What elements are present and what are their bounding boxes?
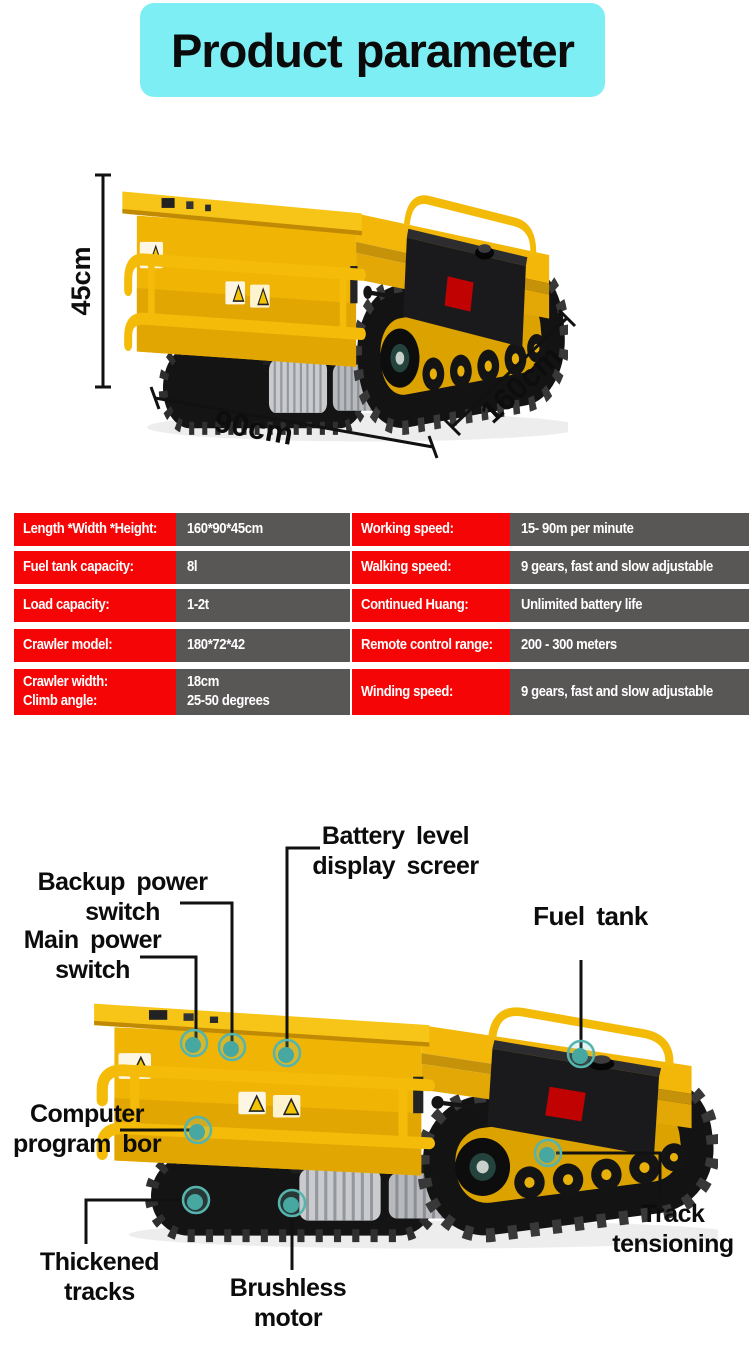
brushless-motor-marker	[277, 1188, 307, 1218]
spec-value: 200 - 300 meters	[510, 629, 749, 662]
width-dimension-line	[149, 386, 439, 459]
callout-leader-lines	[84, 846, 662, 1270]
dimension-figure: 45cm 90cm 160cm	[66, 173, 577, 459]
spec-value: 9 gears, fast and slow adjustable	[510, 551, 749, 584]
spec-value: 15- 90m per minute	[510, 513, 749, 546]
backup-leader	[180, 901, 234, 1045]
thickened-tracks-marker	[181, 1185, 211, 1215]
callout-brushless-motor: Brushless motor	[229, 1274, 347, 1332]
callout-thickened-tracks: Thickened tracks	[39, 1248, 160, 1306]
fuel-tank-marker	[566, 1039, 596, 1069]
spec-label: Remote control range:	[352, 629, 512, 662]
spec-label: Crawler width:Climb angle:	[14, 669, 178, 715]
spec-value: 1-2t	[176, 589, 350, 622]
spec-label: Walking speed:	[352, 551, 512, 584]
battery-leader	[285, 846, 320, 1051]
tension-leader	[556, 1151, 662, 1198]
main-leader	[140, 955, 198, 1041]
callout-markers	[179, 1028, 596, 1218]
height-dimension-label: 45cm	[66, 246, 96, 315]
spec-label: Winding speed:	[352, 669, 512, 715]
spec-value: 9 gears, fast and slow adjustable	[510, 669, 749, 715]
callout-fuel-tank: Fuel tank	[533, 901, 648, 931]
height-dimension-line	[95, 173, 111, 389]
spec-value: Unlimited battery life	[510, 589, 749, 622]
callout-backup-power: Backup power switch	[37, 868, 208, 926]
thickened-leader	[84, 1198, 190, 1244]
battery-display-marker	[272, 1038, 302, 1068]
spec-label: Continued Huang:	[352, 589, 512, 622]
length-dimension-line	[442, 308, 577, 437]
spec-label: Load capacity:	[14, 589, 178, 622]
spec-value: 180*72*42	[176, 629, 350, 662]
spec-label: Working speed:	[352, 513, 512, 546]
page-title: Product parameter	[171, 23, 575, 77]
computer-box-marker	[183, 1115, 213, 1145]
spec-value: 160*90*45cm	[176, 513, 350, 546]
callout-computer-box: Computer program bor	[12, 1100, 162, 1158]
spec-label: Crawler model:	[14, 629, 178, 662]
callout-track-tensioning: Track tensioning	[612, 1200, 734, 1258]
backup-power-marker	[217, 1032, 247, 1062]
track-tension-marker	[533, 1138, 563, 1168]
spec-value: 8l	[176, 551, 350, 584]
callout-main-power: Main power switch	[23, 926, 162, 984]
title-banner: Product parameter	[140, 3, 605, 97]
spec-label: Fuel tank capacity:	[14, 551, 178, 584]
callout-figure	[84, 846, 750, 1270]
callout-battery-display: Battery level display screer	[312, 822, 479, 880]
spec-label: Length *Width *Height:	[14, 513, 178, 546]
main-power-marker	[179, 1028, 209, 1058]
